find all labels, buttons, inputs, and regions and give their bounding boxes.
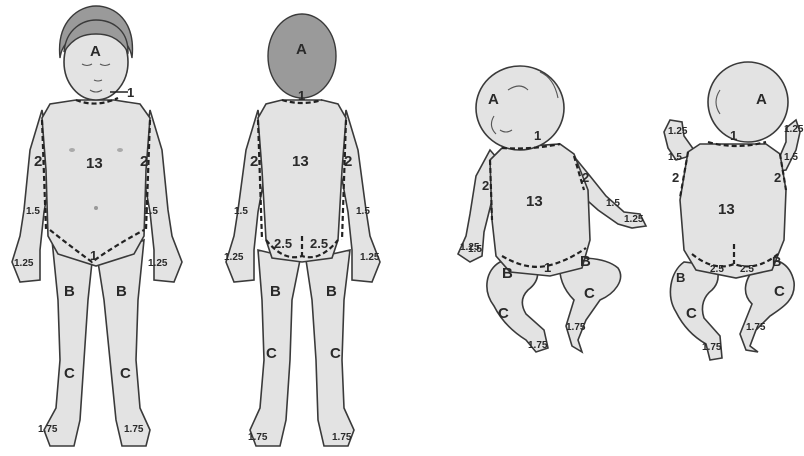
hand-left-label: 1.25	[668, 126, 688, 137]
upper-arm-right-label: 2	[582, 170, 589, 185]
upper-arm-right-label: 2	[140, 153, 148, 170]
forearm-right-label: 1.5	[144, 206, 158, 217]
buttock-left-label: 2.5	[710, 264, 724, 275]
neck-label: 1	[127, 85, 134, 100]
genitals-label: 1	[544, 260, 551, 275]
hand-left-label: 1.25	[224, 252, 244, 263]
forearm-left-label: 1.5	[234, 206, 248, 217]
trunk-label: 13	[526, 193, 543, 210]
upper-arm-right-label: 2	[774, 170, 781, 185]
trunk-label: 13	[292, 153, 309, 170]
buttock-right-label: 2.5	[740, 264, 754, 275]
upper-arm-left-label: 2	[482, 178, 489, 193]
leg-right-label: C	[584, 285, 595, 302]
trunk-label: 13	[86, 155, 103, 172]
thigh-left-label: B	[64, 283, 75, 300]
genitals-label: 1	[90, 248, 97, 263]
forearm-right-label: 1.5	[784, 152, 798, 163]
foot-right-label: 1.75	[332, 432, 352, 443]
foot-left-label: 1.75	[38, 424, 58, 435]
hand-left-label: 1.25	[460, 242, 480, 253]
thigh-right-label: B	[772, 254, 781, 269]
upper-arm-left-label: 2	[672, 170, 679, 185]
neck-label: 1	[298, 88, 305, 103]
forearm-right-label: 1.5	[356, 206, 370, 217]
child-front-figure: A 1 13 2 2 1.5 1.5 1.25 1.25 1 B B C C 1…	[12, 6, 182, 446]
foot-right-label: 1.75	[746, 322, 766, 333]
hand-right-label: 1.25	[148, 258, 168, 269]
buttock-left-label: 2.5	[274, 236, 292, 251]
foot-left-label: 1.75	[528, 340, 548, 351]
thigh-right-label: B	[326, 283, 337, 300]
neck-label: 1	[730, 128, 737, 143]
leg-left-label: C	[64, 365, 75, 382]
thigh-right-label: B	[580, 253, 591, 270]
upper-arm-right-label: 2	[344, 153, 352, 170]
thigh-right-label: B	[116, 283, 127, 300]
foot-right-label: 1.75	[566, 322, 586, 333]
forearm-right-label: 1.5	[606, 198, 620, 209]
leg-right-label: C	[774, 283, 785, 300]
trunk-label: 13	[718, 201, 735, 218]
head-label: A	[90, 43, 101, 60]
upper-arm-left-label: 2	[250, 153, 258, 170]
hand-left-label: 1.25	[14, 258, 34, 269]
leg-left-label: C	[498, 305, 509, 322]
foot-left-label: 1.75	[702, 342, 722, 353]
hand-right-label: 1.25	[360, 252, 380, 263]
head-label: A	[756, 91, 767, 108]
child-back-figure: A 1 13 2 2 1.5 1.5 1.25 1.25 2.5 2.5 B B…	[224, 14, 380, 446]
infant-back-figure: A 1 13 1.25 1.25 1.5 1.5 2 2 2.5 2.5 B B…	[664, 62, 804, 360]
neck-label: 1	[534, 128, 541, 143]
forearm-left-label: 1.5	[26, 206, 40, 217]
thigh-left-label: B	[502, 265, 513, 282]
buttock-right-label: 2.5	[310, 236, 328, 251]
leg-left-label: C	[266, 345, 277, 362]
thigh-left-label: B	[270, 283, 281, 300]
upper-arm-left-label: 2	[34, 153, 42, 170]
head-label: A	[488, 91, 499, 108]
forearm-left-label: 1.5	[668, 152, 682, 163]
foot-right-label: 1.75	[124, 424, 144, 435]
thigh-left-label: B	[676, 270, 685, 285]
hand-right-label: 1.25	[784, 124, 804, 135]
infant-front-figure: A 1 13 2 2 1.5 1.5 1.25 1.25 1 B B C C 1…	[458, 66, 646, 352]
leg-left-label: C	[686, 305, 697, 322]
leg-right-label: C	[120, 365, 131, 382]
hand-right-label: 1.25	[624, 214, 644, 225]
head-label: A	[296, 41, 307, 58]
foot-left-label: 1.75	[248, 432, 268, 443]
leg-right-label: C	[330, 345, 341, 362]
